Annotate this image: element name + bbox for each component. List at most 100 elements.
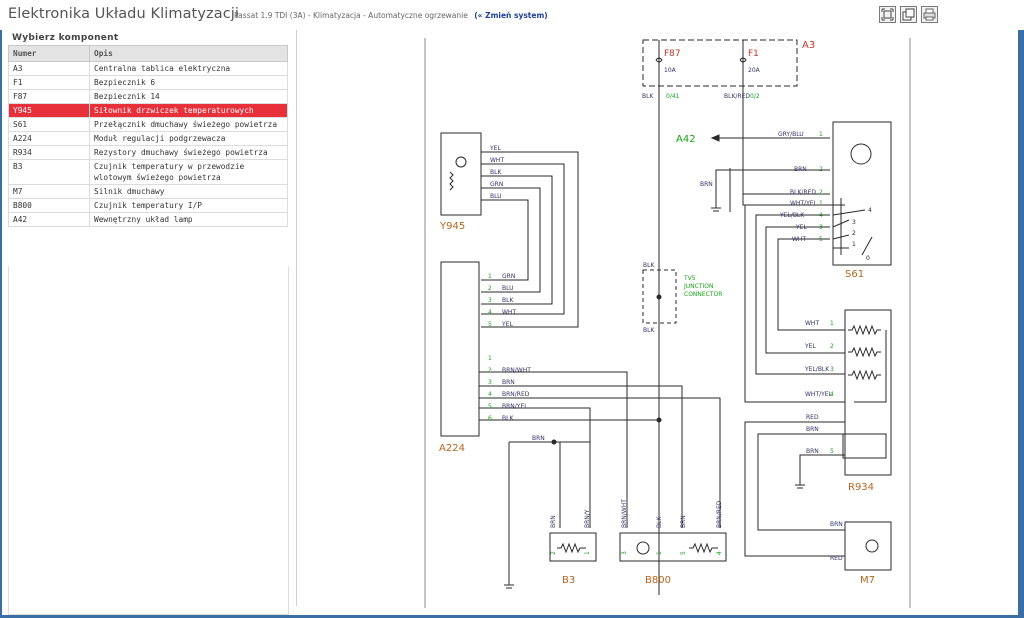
component-number: A42	[8, 212, 90, 227]
f87-rating: 10A	[664, 67, 677, 74]
component-description: Przełącznik dmuchawy świeżego powietrza	[89, 117, 288, 132]
switch-position: 0	[866, 255, 870, 262]
r934-pin: 4	[830, 391, 834, 398]
label-a42[interactable]: A42	[676, 134, 696, 145]
a224-lower-pin: 1	[488, 355, 492, 362]
print-icon	[923, 8, 936, 21]
component-number: B800	[8, 198, 90, 213]
s61-pin: 1	[819, 131, 823, 138]
label-a224[interactable]: A224	[439, 443, 465, 454]
new-window-icon	[902, 8, 915, 21]
window-bottom-edge	[0, 615, 1024, 618]
panel-title: Wybierz komponent	[12, 33, 119, 43]
component-number: F87	[8, 89, 90, 104]
s61-pin: 1	[819, 200, 823, 207]
fit-page-button[interactable]	[879, 6, 896, 23]
change-system-link[interactable]: (« Zmień system)	[474, 11, 548, 20]
a224-upper-wire: BLU	[502, 285, 514, 292]
column-header-description: Opis	[89, 45, 288, 62]
a224-lower-wire: BRN/YEL	[502, 403, 528, 410]
panel-divider	[296, 30, 297, 606]
table-header-row: Numer Opis	[8, 45, 288, 62]
print-button[interactable]	[921, 6, 938, 23]
header-bar: Elektronika Układu Klimatyzacji Passat 1…	[0, 0, 1024, 30]
switch-position: 1	[852, 241, 856, 248]
component-number: M7	[8, 184, 90, 199]
component-number: A3	[8, 61, 90, 76]
r934-pin: 1	[830, 320, 834, 327]
component-description: Bezpiecznik 14	[89, 89, 288, 104]
component-number: Y945	[8, 103, 90, 118]
component-number: F1	[8, 75, 90, 90]
f1-pin: 0/2	[750, 93, 760, 100]
s61-pin: 2	[819, 166, 823, 173]
r934-brn5-label: BRN	[806, 448, 819, 455]
bottom-wire-pin: 1	[656, 551, 663, 555]
tv5-label[interactable]: TV5	[683, 275, 696, 282]
bottom-wire-pin: 1	[584, 551, 591, 555]
fit-page-icon	[881, 8, 894, 21]
a224-upper-wire: WHT	[502, 309, 516, 316]
component-number: A224	[8, 131, 90, 146]
r934-wire-label: YEL/BLK	[804, 366, 830, 373]
a224-lower-pin: 3	[488, 379, 492, 386]
a224-upper-pin: 4	[488, 309, 492, 316]
a224-upper-wire: YEL	[501, 321, 513, 328]
r934-red-label: RED	[806, 414, 819, 421]
bottom-wire-label: BLK	[656, 516, 663, 528]
r934-wire-label: WHT	[805, 320, 819, 327]
label-f1[interactable]: F1	[748, 49, 759, 59]
column-header-number: Numer	[8, 45, 90, 62]
page-title: Elektronika Układu Klimatyzacji	[8, 6, 240, 22]
a224-upper-pin: 2	[488, 285, 492, 292]
bottom-wire-pin: 3	[621, 551, 628, 555]
brn-b3-label: BRN	[532, 435, 545, 442]
label-b3[interactable]: B3	[562, 575, 575, 586]
label-y945[interactable]: Y945	[439, 221, 465, 232]
tv5-desc-1: JUNCTION	[683, 283, 713, 290]
label-s61[interactable]: S61	[845, 269, 864, 280]
a224-lower-wire: BRN	[502, 379, 515, 386]
s61-wire-label: BLK/RED	[790, 189, 816, 196]
label-m7[interactable]: M7	[860, 575, 875, 586]
wiring-diagram-svg: Y945 A224 S61 R934 M7 B3 B800 A42 A3 F87…	[424, 38, 911, 608]
label-b800[interactable]: B800	[645, 575, 671, 586]
component-description: Bezpiecznik 6	[89, 75, 288, 90]
wiring-diagram[interactable]: Y945 A224 S61 R934 M7 B3 B800 A42 A3 F87…	[300, 30, 1014, 610]
component-description: Siłownik drzwiczek temperaturowych	[89, 103, 288, 118]
vehicle-system-info: Passat 1.9 TDI (3A) - Klimatyzacja - Aut…	[234, 11, 548, 20]
component-number: R934	[8, 145, 90, 160]
a224-upper-pin: 3	[488, 297, 492, 304]
a224-upper-pin: 5	[488, 321, 492, 328]
label-r934[interactable]: R934	[848, 482, 874, 493]
bottom-wire-label: BRN	[680, 515, 687, 528]
tv5-desc-2: CONNECTOR	[684, 291, 722, 298]
component-description: Wewnętrzny układ lamp	[89, 212, 288, 227]
y945-wire-label: BLU	[490, 193, 502, 200]
new-window-button[interactable]	[900, 6, 917, 23]
s61-wire-label: WHT/YEL	[790, 200, 818, 207]
y945-wire-label: GRN	[490, 181, 503, 188]
y945-wire-label: YEL	[489, 145, 501, 152]
component-description: Silnik dmuchawy	[89, 184, 288, 199]
r934-pin-5: 5	[830, 448, 834, 455]
bottom-wire-pin: 4	[716, 551, 723, 555]
a224-lower-pin: 5	[488, 403, 492, 410]
label-a3[interactable]: A3	[802, 40, 815, 51]
s61-pin: 5	[819, 236, 823, 243]
label-f87[interactable]: F87	[664, 49, 681, 59]
bottom-wire-label: BRN/WHT	[621, 499, 628, 528]
a224-lower-wire: BRN/RED	[502, 391, 530, 398]
